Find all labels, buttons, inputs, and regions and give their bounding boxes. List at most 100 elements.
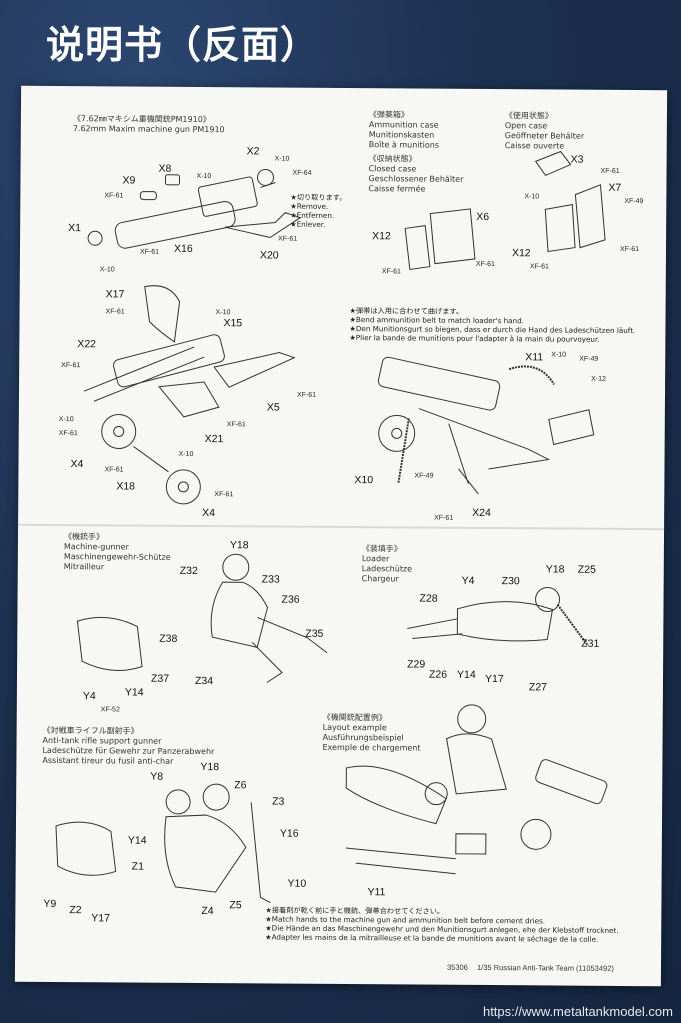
part-label: X7 [608, 181, 622, 194]
part-label: Y11 [367, 886, 386, 899]
paint-code: X-10 [524, 193, 540, 201]
paint-code: XF-61 [600, 167, 620, 175]
part-label: X8 [158, 162, 172, 175]
footer-code: 35306 [446, 962, 468, 972]
paint-code: X-10 [274, 155, 290, 163]
part-label: Y16 [279, 827, 299, 840]
part-label: X4 [202, 507, 216, 520]
part-label: X15 [223, 317, 243, 330]
part-label: Z6 [234, 779, 247, 792]
part-label: Z35 [305, 627, 324, 640]
part-label: Z1 [131, 860, 144, 873]
assembled-gun-drawing [377, 356, 595, 495]
part-label: X11 [525, 351, 544, 364]
part-label: Z37 [150, 672, 170, 685]
part-label: X21 [204, 433, 224, 446]
paint-code: XF-49 [579, 355, 599, 363]
part-label: Z25 [577, 563, 596, 576]
section-ammo-en: Ammunition case [368, 120, 439, 130]
section-ammo-jp: 《弾薬箱》 [368, 110, 409, 120]
belt-note: ★弾帯は入用に合わせて曲げます。 ★Bend ammunition belt t… [349, 306, 635, 344]
part-label: Z28 [419, 592, 438, 605]
paint-code: X-10 [178, 450, 194, 458]
remove-note-en: ★Remove. [290, 201, 329, 211]
part-label: Z36 [281, 593, 300, 606]
part-label: Y14 [456, 668, 476, 681]
paint-code: X-10 [196, 172, 212, 181]
paint-code: XF-61 [619, 245, 640, 254]
section-layout-jp: 《機関銃配置例》 [322, 712, 387, 723]
section-maxim: 《7.62㎜マキシム重機関銃PM1910》 7.62mm Maxim machi… [73, 114, 225, 135]
part-label: Y4 [461, 574, 475, 587]
section-inuse-de: Geöffneter Behälter [504, 131, 585, 141]
part-label: X12 [511, 247, 531, 260]
part-label: Z38 [159, 632, 178, 645]
paint-code: XF-61 [296, 391, 317, 399]
hands-note: ★接着剤が乾く前に手と機銃、弾帯合わせてください。 ★Match hands t… [265, 905, 619, 943]
maxim-gun-drawing [87, 168, 302, 249]
remove-note-fr: ★Enlever. [290, 219, 326, 229]
paint-code: XF-49 [624, 197, 644, 206]
illustrations [55, 150, 608, 903]
part-label: Y18 [229, 539, 249, 552]
paint-code: XF-61 [226, 421, 246, 429]
part-label: X4 [70, 458, 84, 471]
section-in-use: 《使用状態》 Open case Geöffneter Behälter Cai… [505, 111, 585, 152]
section-stowed: 《収納状態》 Closed case Geschlossener Behälte… [368, 154, 463, 195]
footer-title: 1/35 Russian Anti-Tank Team (11053492) [476, 962, 614, 973]
section-inuse-jp: 《使用状態》 [504, 111, 553, 121]
section-at-fr: Assistant tireur du fusil anti-char [42, 755, 174, 766]
part-label: X5 [266, 401, 280, 414]
section-stowed-fr: Caisse fermée [368, 184, 426, 194]
paint-code: XF-61 [278, 235, 298, 243]
paint-code: X-10 [215, 309, 231, 317]
part-label: Z33 [261, 573, 280, 586]
paint-code: XF-61 [104, 192, 124, 200]
part-label: Y14 [127, 834, 147, 847]
page-title: 说明书（反面） [46, 23, 320, 67]
remove-note: ★切り取ります。 ★Remove. ★Entfernen. ★Enlever. [290, 193, 346, 229]
part-label: Z31 [581, 637, 600, 650]
section-layout-de: Ausführungsbeispiel [322, 732, 404, 743]
section-ammo-fr: Boîte à munitions [368, 140, 440, 150]
remove-note-de: ★Entfernen. [290, 210, 335, 220]
section-layout: 《機関銃配置例》 Layout example Ausführungsbeisp… [322, 713, 420, 754]
part-label: Z30 [501, 575, 520, 588]
paint-code: X-12 [591, 375, 606, 383]
section-layout-en: Layout example [322, 722, 387, 733]
gunner-figure-drawing [76, 553, 328, 683]
part-label: X18 [116, 480, 136, 493]
section-ammo-de: Munitionskasten [368, 130, 435, 140]
paint-code: XF-61 [139, 248, 160, 256]
part-label: Y9 [43, 897, 57, 911]
part-label: Z4 [201, 905, 214, 918]
watermark: https://www.metaltankmodel.com [482, 1004, 673, 1019]
paint-code: XF-61 [434, 514, 454, 522]
support-gunner-drawing [55, 783, 271, 903]
section-gunner: 《機銃手》 Machine-gunner Maschinengewehr-Sch… [64, 532, 171, 573]
remove-note-jp: ★切り取ります。 [290, 192, 347, 203]
paint-code: X-10 [551, 351, 567, 359]
part-label: X24 [472, 506, 491, 520]
paint-code: X-10 [58, 416, 74, 424]
part-label: X17 [105, 288, 125, 301]
layout-example-drawing [345, 704, 608, 875]
paint-code: XF-61 [105, 308, 125, 316]
part-label: X16 [173, 242, 193, 255]
paint-code: XF-61 [475, 260, 495, 269]
paint-code: XF-52 [100, 706, 120, 714]
section-loader-fr: Chargeur [361, 574, 399, 584]
part-label: X2 [246, 145, 260, 158]
section-inuse-fr: Caisse ouverte [504, 141, 565, 151]
part-label: X22 [77, 338, 97, 351]
section-stowed-en: Closed case [368, 164, 417, 174]
part-label: X20 [259, 249, 279, 262]
paint-code: X-10 [99, 266, 115, 274]
part-label: Y10 [287, 877, 307, 890]
section-at-support: 《対戦車ライフル副射手》 Anti-tank rifle support gun… [42, 726, 214, 767]
instruction-sheet: 《7.62㎜マキシム重機関銃PM1910》 7.62mm Maxim machi… [14, 85, 668, 987]
part-label: Z5 [229, 899, 242, 912]
part-label: Y17 [91, 912, 111, 925]
paint-code: XF-61 [58, 430, 78, 438]
section-loader-de: Ladeschütze [361, 564, 413, 574]
